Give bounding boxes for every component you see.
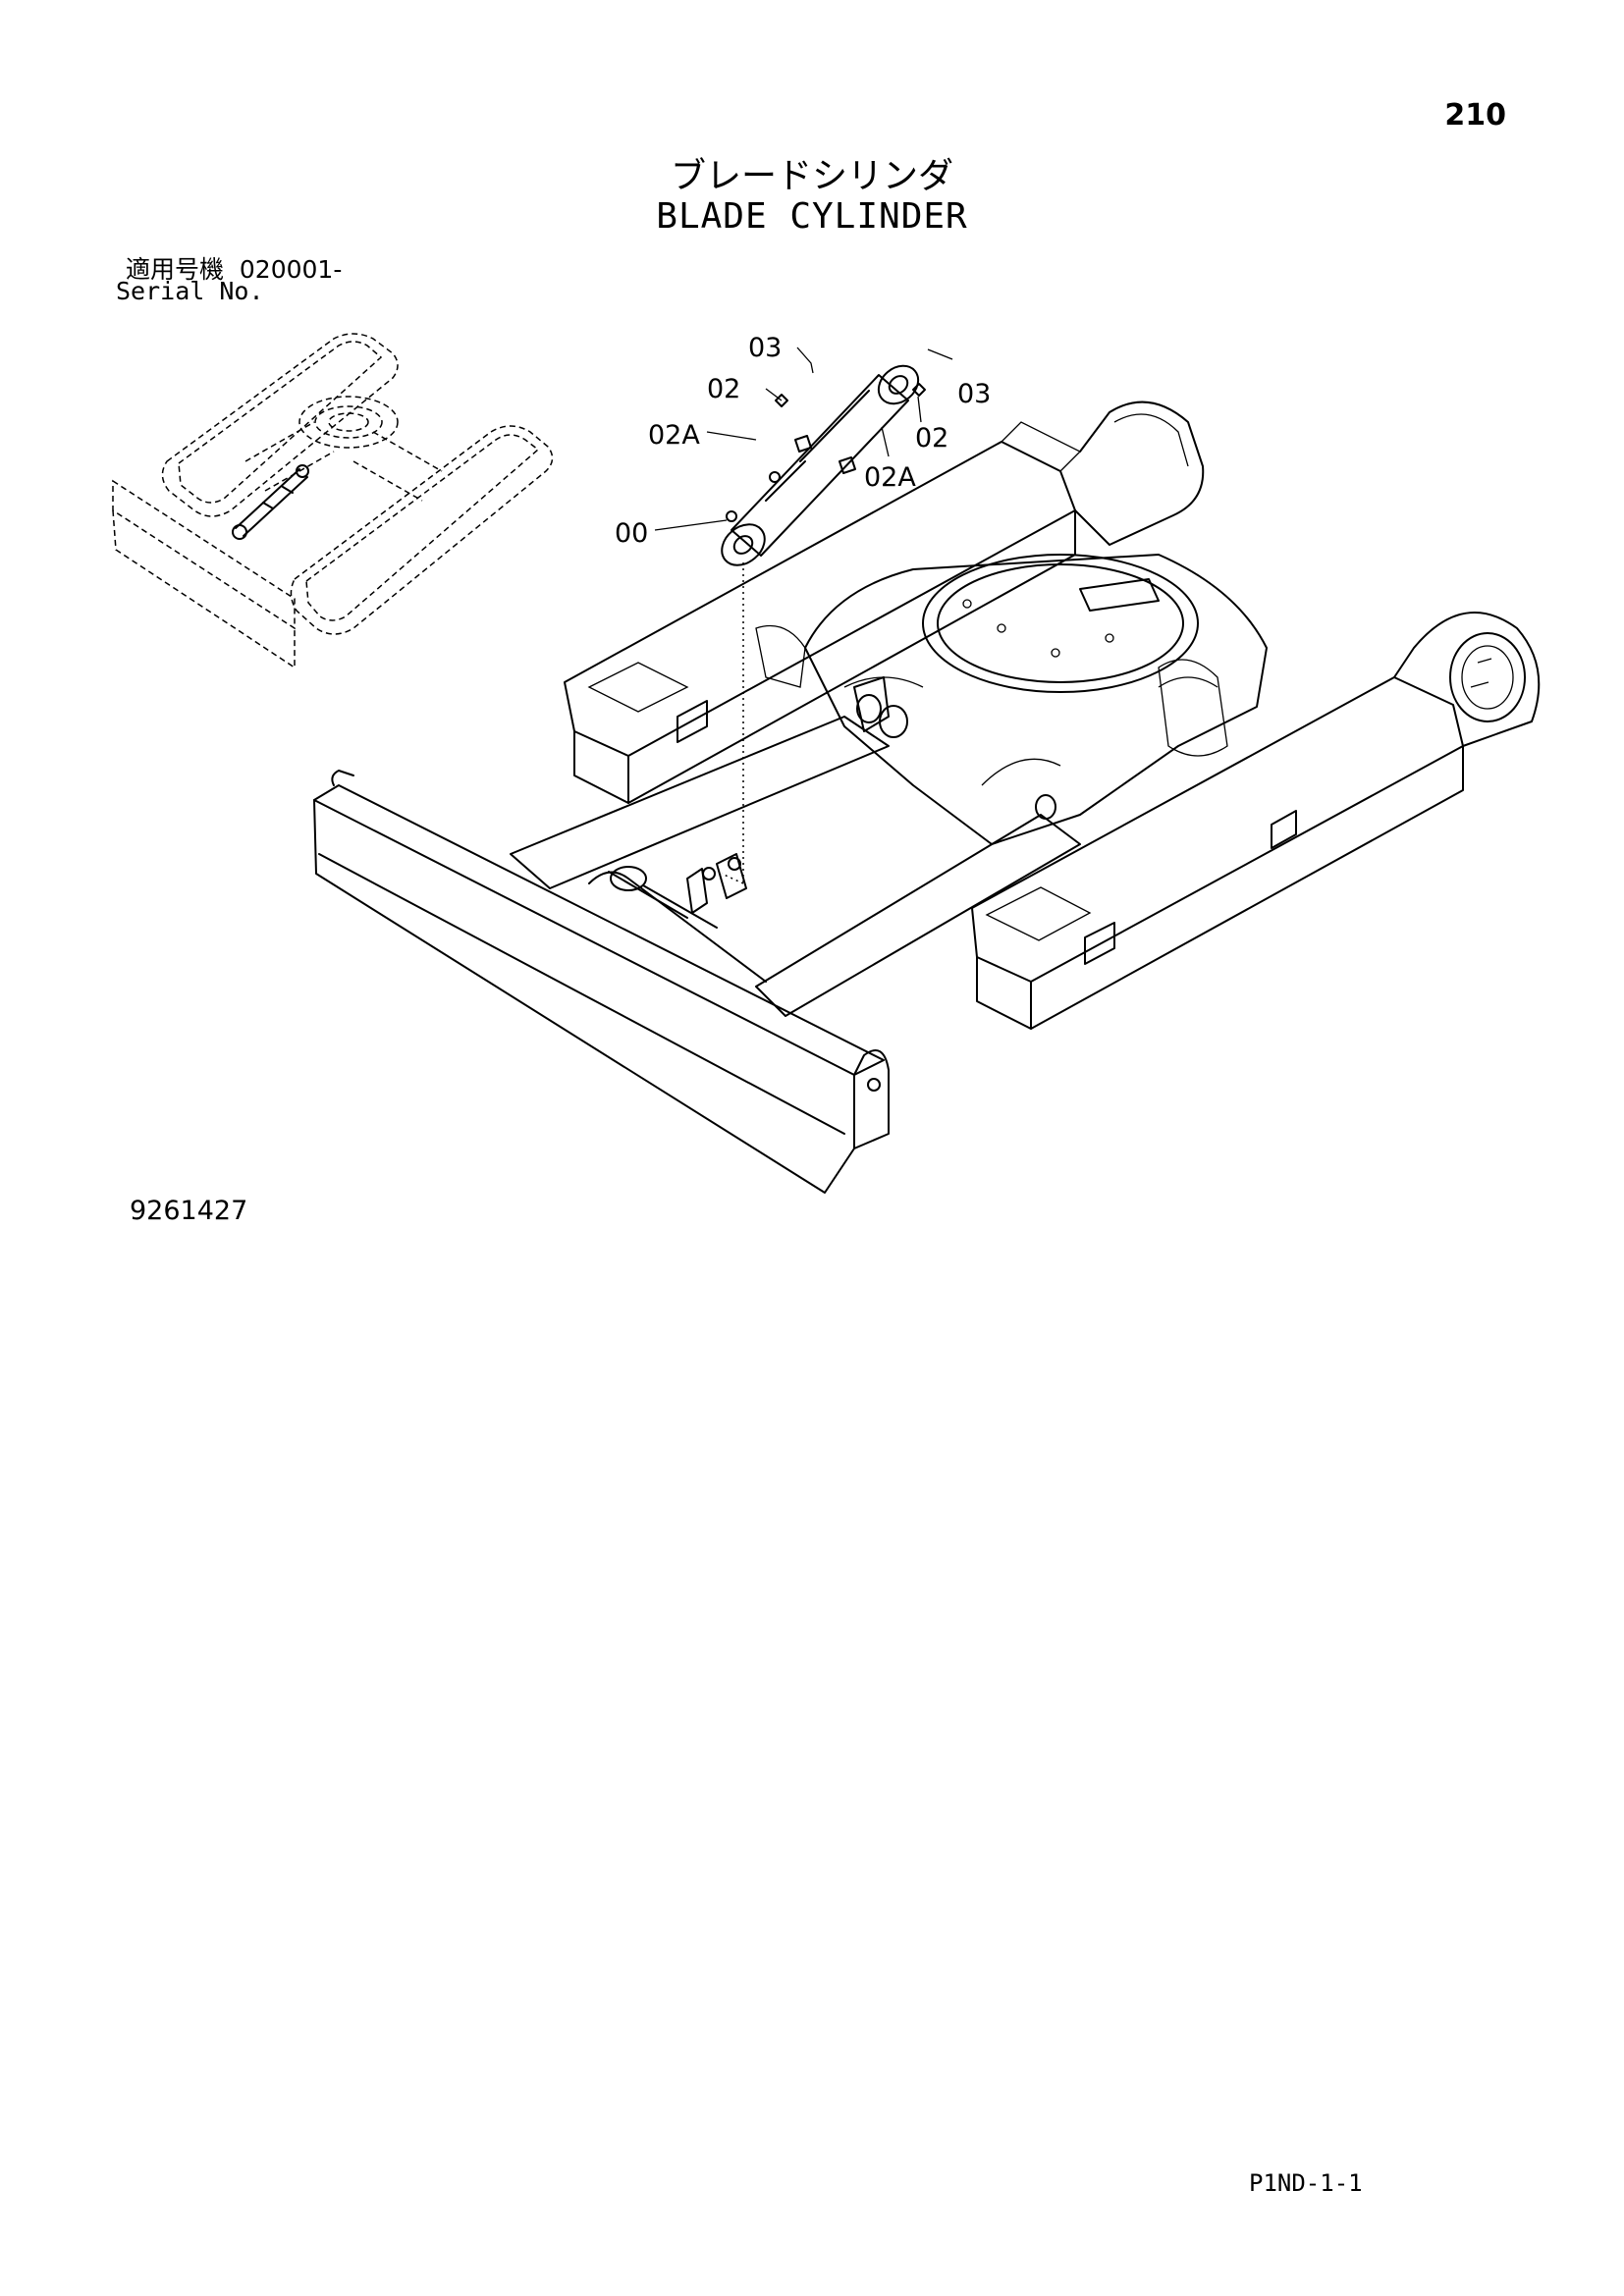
callout-02A-lower: 02A [864, 462, 916, 493]
callout-03-lower: 03 [957, 379, 991, 409]
callout-02-upper: 02 [707, 374, 740, 404]
callout-00: 00 [615, 518, 648, 549]
blade-cylinder [721, 364, 926, 884]
page-number: 210 [1444, 98, 1506, 133]
callout-02-lower: 02 [915, 423, 948, 454]
drawing-number: 9261427 [130, 1196, 248, 1226]
callout-03-upper: 03 [748, 333, 782, 363]
title-english: BLADE CYLINDER [656, 196, 968, 237]
serial-label-japanese: 適用号機 020001- [126, 255, 343, 284]
callout-leaders [654, 347, 953, 531]
key-view-inset [112, 333, 554, 669]
serial-label-english: Serial No. [116, 277, 264, 305]
undercarriage-frame [313, 400, 1541, 1194]
title-japanese: ブレードシリンダ [670, 156, 953, 196]
footer-code: P1ND-1-1 [1249, 2169, 1363, 2197]
callout-02A-upper: 02A [648, 420, 700, 451]
